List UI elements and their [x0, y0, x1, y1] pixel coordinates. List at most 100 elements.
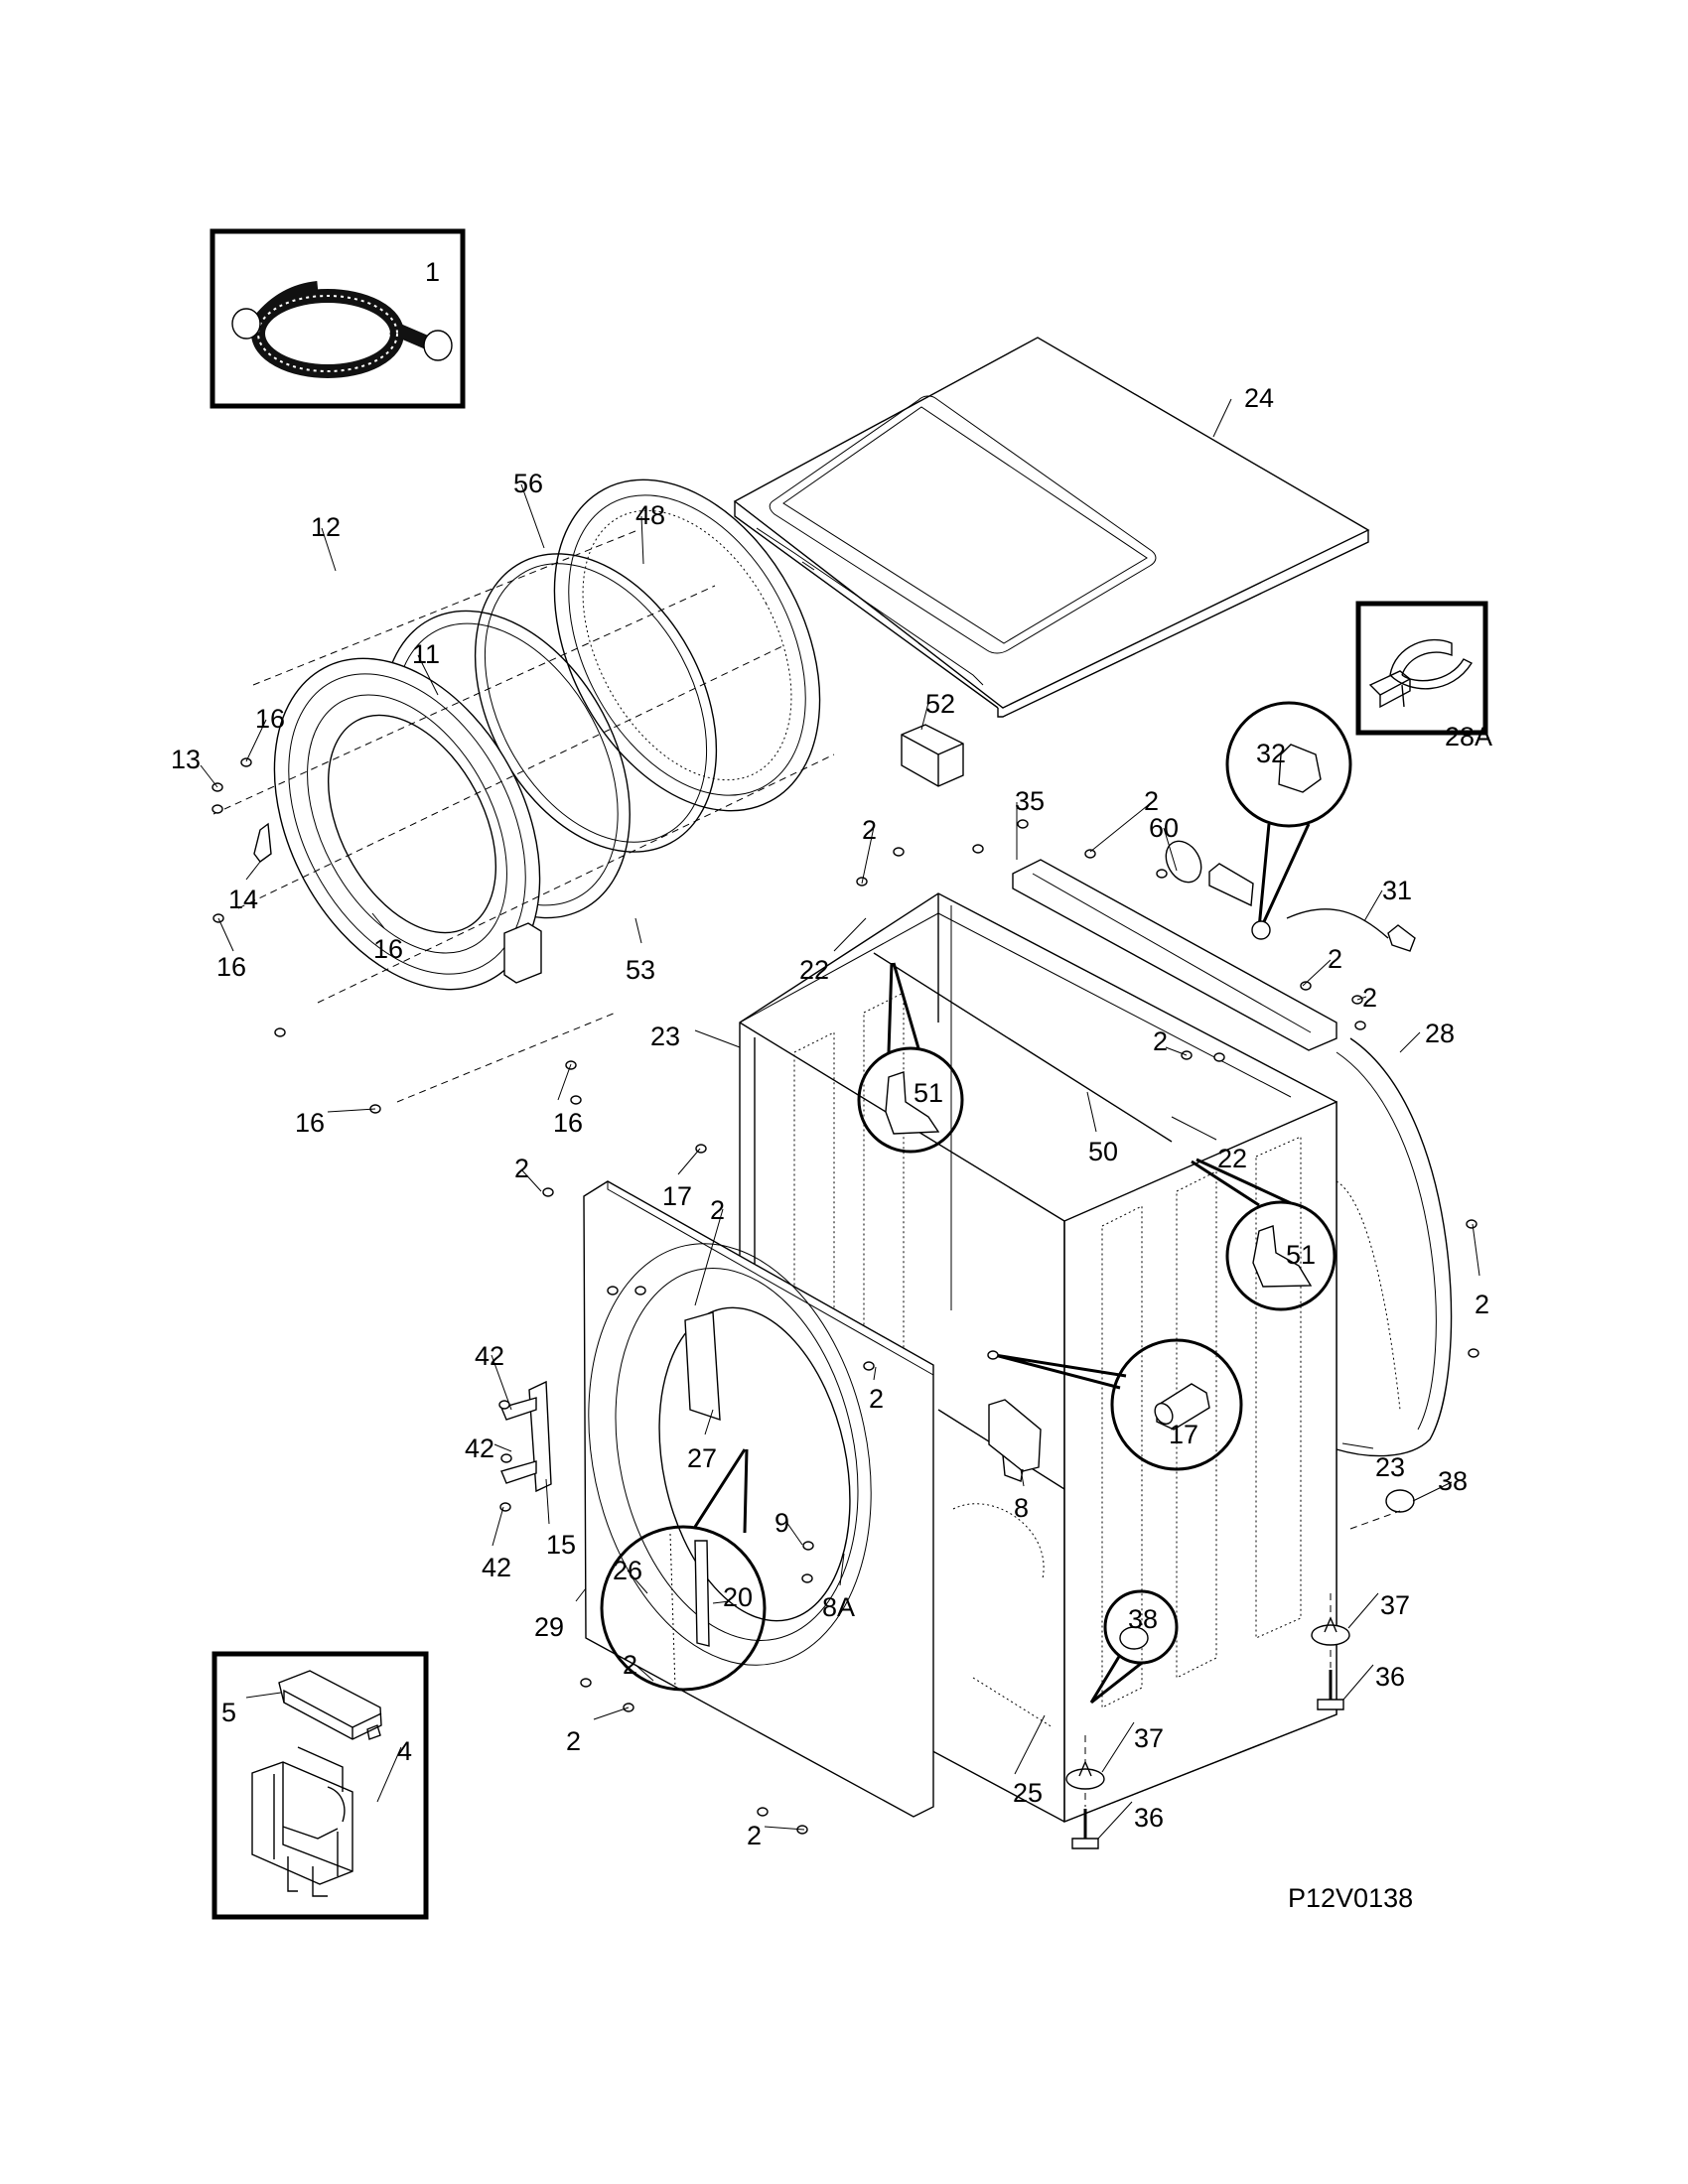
leader-line-27 — [704, 1409, 714, 1435]
callout-label-35: 35 — [1015, 786, 1045, 816]
screw-icon — [1017, 819, 1029, 829]
screw-icon — [757, 1807, 769, 1817]
door-lock-part[interactable] — [988, 1399, 1042, 1482]
leader-line-42 — [493, 1443, 512, 1452]
callout-label-38: 38 — [1128, 1604, 1158, 1634]
screw-icon — [607, 1286, 619, 1296]
wiring-harness-part[interactable] — [1159, 835, 1254, 907]
leader-line-2 — [861, 826, 875, 885]
callout-label-17: 17 — [1169, 1420, 1198, 1449]
leader-line-16 — [245, 719, 267, 762]
callout-label-13: 13 — [171, 745, 201, 774]
leader-line-38 — [1412, 1481, 1453, 1502]
callout-label-52: 52 — [925, 689, 955, 719]
callout-label-24: 24 — [1244, 383, 1274, 413]
control-board-icon — [278, 1670, 382, 1740]
callout-label-2: 2 — [1153, 1026, 1168, 1056]
callout-label-2: 2 — [869, 1384, 884, 1414]
screw-icon — [570, 1095, 582, 1105]
screw-icon — [1468, 1348, 1479, 1358]
leader-line-11 — [417, 654, 439, 696]
top-panel[interactable] — [733, 337, 1370, 718]
leader-line-16 — [557, 1063, 572, 1101]
leader-line-37 — [1101, 1721, 1135, 1773]
rear-panel-seal[interactable] — [1336, 1037, 1453, 1457]
callout-label-2: 2 — [623, 1650, 637, 1680]
callout-label-36: 36 — [1375, 1662, 1405, 1692]
leader-line-42 — [492, 1506, 504, 1547]
leader-line-2 — [520, 1168, 542, 1192]
callout-label-4: 4 — [397, 1736, 412, 1766]
callout-label-8: 8 — [1014, 1493, 1029, 1523]
detail-circle-51-left[interactable] — [857, 962, 964, 1154]
drawing-code: P12V0138 — [1288, 1883, 1413, 1913]
leader-line-9 — [785, 1521, 803, 1546]
leader-line-2 — [1472, 1223, 1480, 1277]
leader-line-52 — [920, 702, 929, 731]
screw-icon — [972, 844, 984, 854]
power-cord-part[interactable] — [1286, 908, 1416, 952]
callout-label-28: 28 — [1425, 1019, 1455, 1048]
callout-label-37: 37 — [1134, 1723, 1164, 1753]
leader-line-56 — [520, 483, 545, 549]
screw-icon — [634, 1286, 646, 1296]
callout-label-23: 23 — [1375, 1452, 1405, 1482]
callout-label-2: 2 — [862, 815, 877, 845]
leader-line-50 — [1086, 1091, 1097, 1133]
detail-circle-32[interactable] — [1225, 701, 1352, 940]
screw-icon — [863, 1361, 875, 1371]
leader-line-15 — [545, 1478, 550, 1525]
detail-circle-26-20[interactable] — [600, 1448, 767, 1692]
leader-line-2 — [593, 1706, 630, 1720]
leader-line-48 — [640, 515, 644, 565]
leader-line-37 — [1347, 1592, 1379, 1629]
callout-label-2: 2 — [1328, 944, 1342, 974]
door-latch-part[interactable] — [253, 822, 272, 863]
callout-label-15: 15 — [546, 1530, 576, 1560]
callout-label-14: 14 — [228, 885, 258, 914]
front-door-ring-assembly[interactable] — [212, 434, 874, 1103]
leader-line-17 — [677, 1148, 701, 1175]
foam-block-part[interactable] — [901, 724, 964, 787]
callout-label-8A: 8A — [822, 1592, 855, 1622]
inset-box-control[interactable] — [211, 1651, 429, 1920]
callout-label-2: 2 — [1362, 983, 1377, 1013]
callout-label-60: 60 — [1149, 813, 1179, 843]
inset-box-clamp[interactable] — [1355, 601, 1488, 736]
screw-icon — [1213, 1052, 1225, 1062]
hose-clamp-icon — [1368, 638, 1474, 709]
leader-line-14 — [245, 861, 261, 881]
screw-icon — [1156, 869, 1168, 879]
callout-label-11: 11 — [412, 639, 440, 669]
detail-circle-38[interactable] — [1089, 1589, 1179, 1705]
callout-label-2: 2 — [566, 1726, 581, 1756]
screw-icon — [500, 1453, 512, 1463]
screw-icon — [274, 1027, 286, 1037]
callout-label-38: 38 — [1438, 1466, 1468, 1496]
leader-line-36 — [1342, 1664, 1374, 1701]
callout-label-27: 27 — [687, 1443, 717, 1473]
callout-label-12: 12 — [311, 512, 341, 542]
door-hinge-part[interactable] — [500, 1380, 552, 1493]
leader-line-2 — [694, 1208, 724, 1306]
callout-label-51: 51 — [1286, 1240, 1316, 1270]
callout-label-2: 2 — [1475, 1290, 1489, 1319]
callout-label-25: 25 — [1013, 1778, 1043, 1808]
leader-line-25 — [1014, 1714, 1046, 1775]
inset-box-hose[interactable] — [210, 228, 466, 409]
screw-icon — [801, 1573, 813, 1583]
leveling-foot-front[interactable] — [1065, 1735, 1105, 1849]
leader-line-8 — [1020, 1468, 1025, 1487]
detail-circle-51-right[interactable] — [1191, 1158, 1336, 1311]
detail-circle-17[interactable] — [994, 1338, 1243, 1471]
leader-line-2 — [1356, 996, 1367, 1001]
callout-label-16: 16 — [295, 1108, 325, 1138]
screw-icon — [893, 847, 905, 857]
leader-line-31 — [1363, 889, 1383, 922]
leader-line-12 — [321, 527, 337, 572]
leader-line-23 — [1341, 1442, 1374, 1449]
screw-group — [211, 757, 1479, 1835]
front-panel[interactable] — [551, 1180, 934, 1818]
